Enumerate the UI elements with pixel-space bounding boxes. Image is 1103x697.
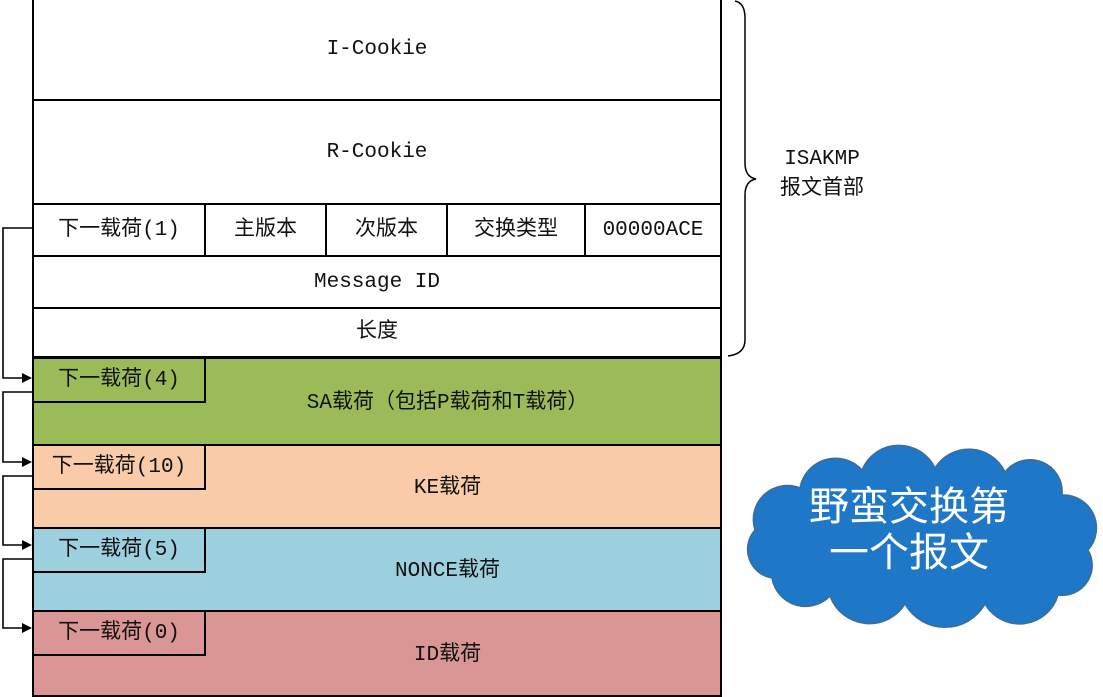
id-payload: 下一载荷(0) ID载荷 (32, 612, 722, 697)
nonce-payload-label: NONCE载荷 (394, 559, 500, 583)
brace-label-line1: ISAKMP (784, 148, 860, 171)
next-payload-arrow-4 (2, 558, 32, 629)
arrowhead-1 (22, 373, 32, 383)
callout-line2: 一个报文 (829, 530, 989, 576)
ke-payload: 下一载荷(10) KE载荷 (32, 446, 722, 529)
sa-payload-title: SA载荷（包括P载荷和T载荷） (175, 359, 720, 444)
callout-line1: 野蛮交换第 (809, 484, 1009, 530)
sa-payload-label: SA载荷（包括P载荷和T载荷） (306, 391, 589, 415)
header-brace (727, 0, 757, 357)
header-fields-row: 下一载荷(1) 主版本 次版本 交换类型 00000ACE (34, 205, 720, 257)
sa-payload: 下一载荷(4) SA载荷（包括P载荷和T载荷） (32, 359, 722, 446)
sa-next-payload-box: 下一载荷(4) (34, 359, 206, 403)
id-next-payload-label: 下一载荷(0) (58, 621, 180, 645)
length-label: 长度 (356, 321, 398, 344)
next-payload-label: 下一载荷(1) (58, 218, 180, 242)
i-cookie-field: I-Cookie (34, 0, 720, 101)
id-payload-title: ID载荷 (175, 612, 720, 695)
arrowhead-4 (22, 623, 32, 633)
flags-label: 00000ACE (602, 218, 704, 242)
ke-payload-title: KE载荷 (175, 446, 720, 527)
next-payload-arrow-1 (2, 227, 32, 379)
next-payload-arrow-2 (2, 391, 32, 463)
exchange-type-field: 交换类型 (448, 205, 586, 255)
nonce-next-payload-label: 下一载荷(5) (58, 538, 180, 562)
major-version-label: 主版本 (234, 218, 297, 242)
ke-next-payload-label: 下一载荷(10) (51, 455, 187, 479)
i-cookie-label: I-Cookie (326, 38, 428, 61)
flags-field: 00000ACE (586, 205, 720, 255)
message-id-label: Message ID (313, 270, 441, 294)
next-payload-field: 下一载荷(1) (34, 205, 206, 255)
brace-label-line2: 报文首部 (780, 178, 864, 201)
ke-next-payload-box: 下一载荷(10) (34, 446, 206, 490)
isakmp-header: I-Cookie R-Cookie 下一载荷(1) 主版本 次版本 交换类型 0… (32, 0, 722, 359)
exchange-type-label: 交换类型 (474, 218, 558, 242)
nonce-payload-title: NONCE载荷 (175, 529, 720, 610)
arrowhead-3 (22, 540, 32, 550)
length-field: 长度 (34, 309, 720, 359)
sa-next-payload-label: 下一载荷(4) (58, 368, 180, 392)
minor-version-label: 次版本 (355, 218, 418, 242)
nonce-next-payload-box: 下一载荷(5) (34, 529, 206, 573)
major-version-field: 主版本 (206, 205, 327, 255)
callout-text: 野蛮交换第 一个报文 (745, 484, 1073, 576)
ke-payload-label: KE载荷 (413, 476, 482, 500)
arrowhead-2 (22, 457, 32, 467)
header-brace-label: ISAKMP 报文首部 (770, 145, 874, 205)
nonce-payload: 下一载荷(5) NONCE载荷 (32, 529, 722, 612)
next-payload-arrow-3 (2, 475, 32, 546)
id-next-payload-box: 下一载荷(0) (34, 612, 206, 656)
minor-version-field: 次版本 (327, 205, 448, 255)
r-cookie-field: R-Cookie (34, 101, 720, 205)
id-payload-label: ID载荷 (413, 643, 482, 667)
message-id-field: Message ID (34, 257, 720, 309)
r-cookie-label: R-Cookie (326, 140, 428, 164)
payload-stack: 下一载荷(4) SA载荷（包括P载荷和T载荷） 下一载荷(10) KE载荷 下一… (32, 359, 722, 697)
